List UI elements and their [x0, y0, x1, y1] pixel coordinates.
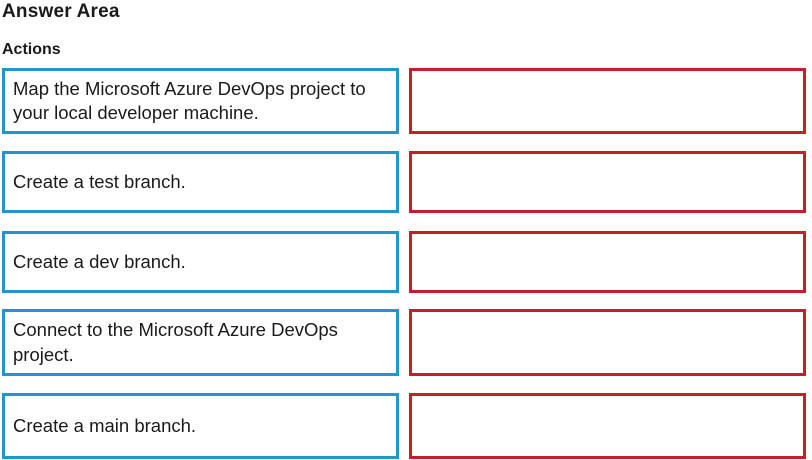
drag-drop-rows: Map the Microsoft Azure DevOps project t… — [2, 68, 810, 459]
row-1: Map the Microsoft Azure DevOps project t… — [2, 68, 810, 134]
answer-drop-target-5[interactable] — [409, 393, 806, 459]
row-3: Create a dev branch. — [2, 231, 810, 293]
row-5: Create a main branch. — [2, 393, 810, 459]
action-item-connect-project[interactable]: Connect to the Microsoft Azure DevOps pr… — [2, 309, 399, 376]
action-item-create-dev-branch[interactable]: Create a dev branch. — [2, 231, 399, 293]
row-2: Create a test branch. — [2, 151, 810, 213]
answer-drop-target-1[interactable] — [409, 68, 806, 134]
page-title: Answer Area — [2, 1, 120, 22]
answer-drop-target-2[interactable] — [409, 151, 806, 213]
action-item-create-test-branch[interactable]: Create a test branch. — [2, 151, 399, 213]
action-item-map-project[interactable]: Map the Microsoft Azure DevOps project t… — [2, 68, 399, 134]
row-4: Connect to the Microsoft Azure DevOps pr… — [2, 309, 810, 376]
answer-drop-target-3[interactable] — [409, 231, 806, 293]
action-item-create-main-branch[interactable]: Create a main branch. — [2, 393, 399, 459]
actions-heading: Actions — [2, 41, 61, 58]
answer-drop-target-4[interactable] — [409, 309, 806, 376]
